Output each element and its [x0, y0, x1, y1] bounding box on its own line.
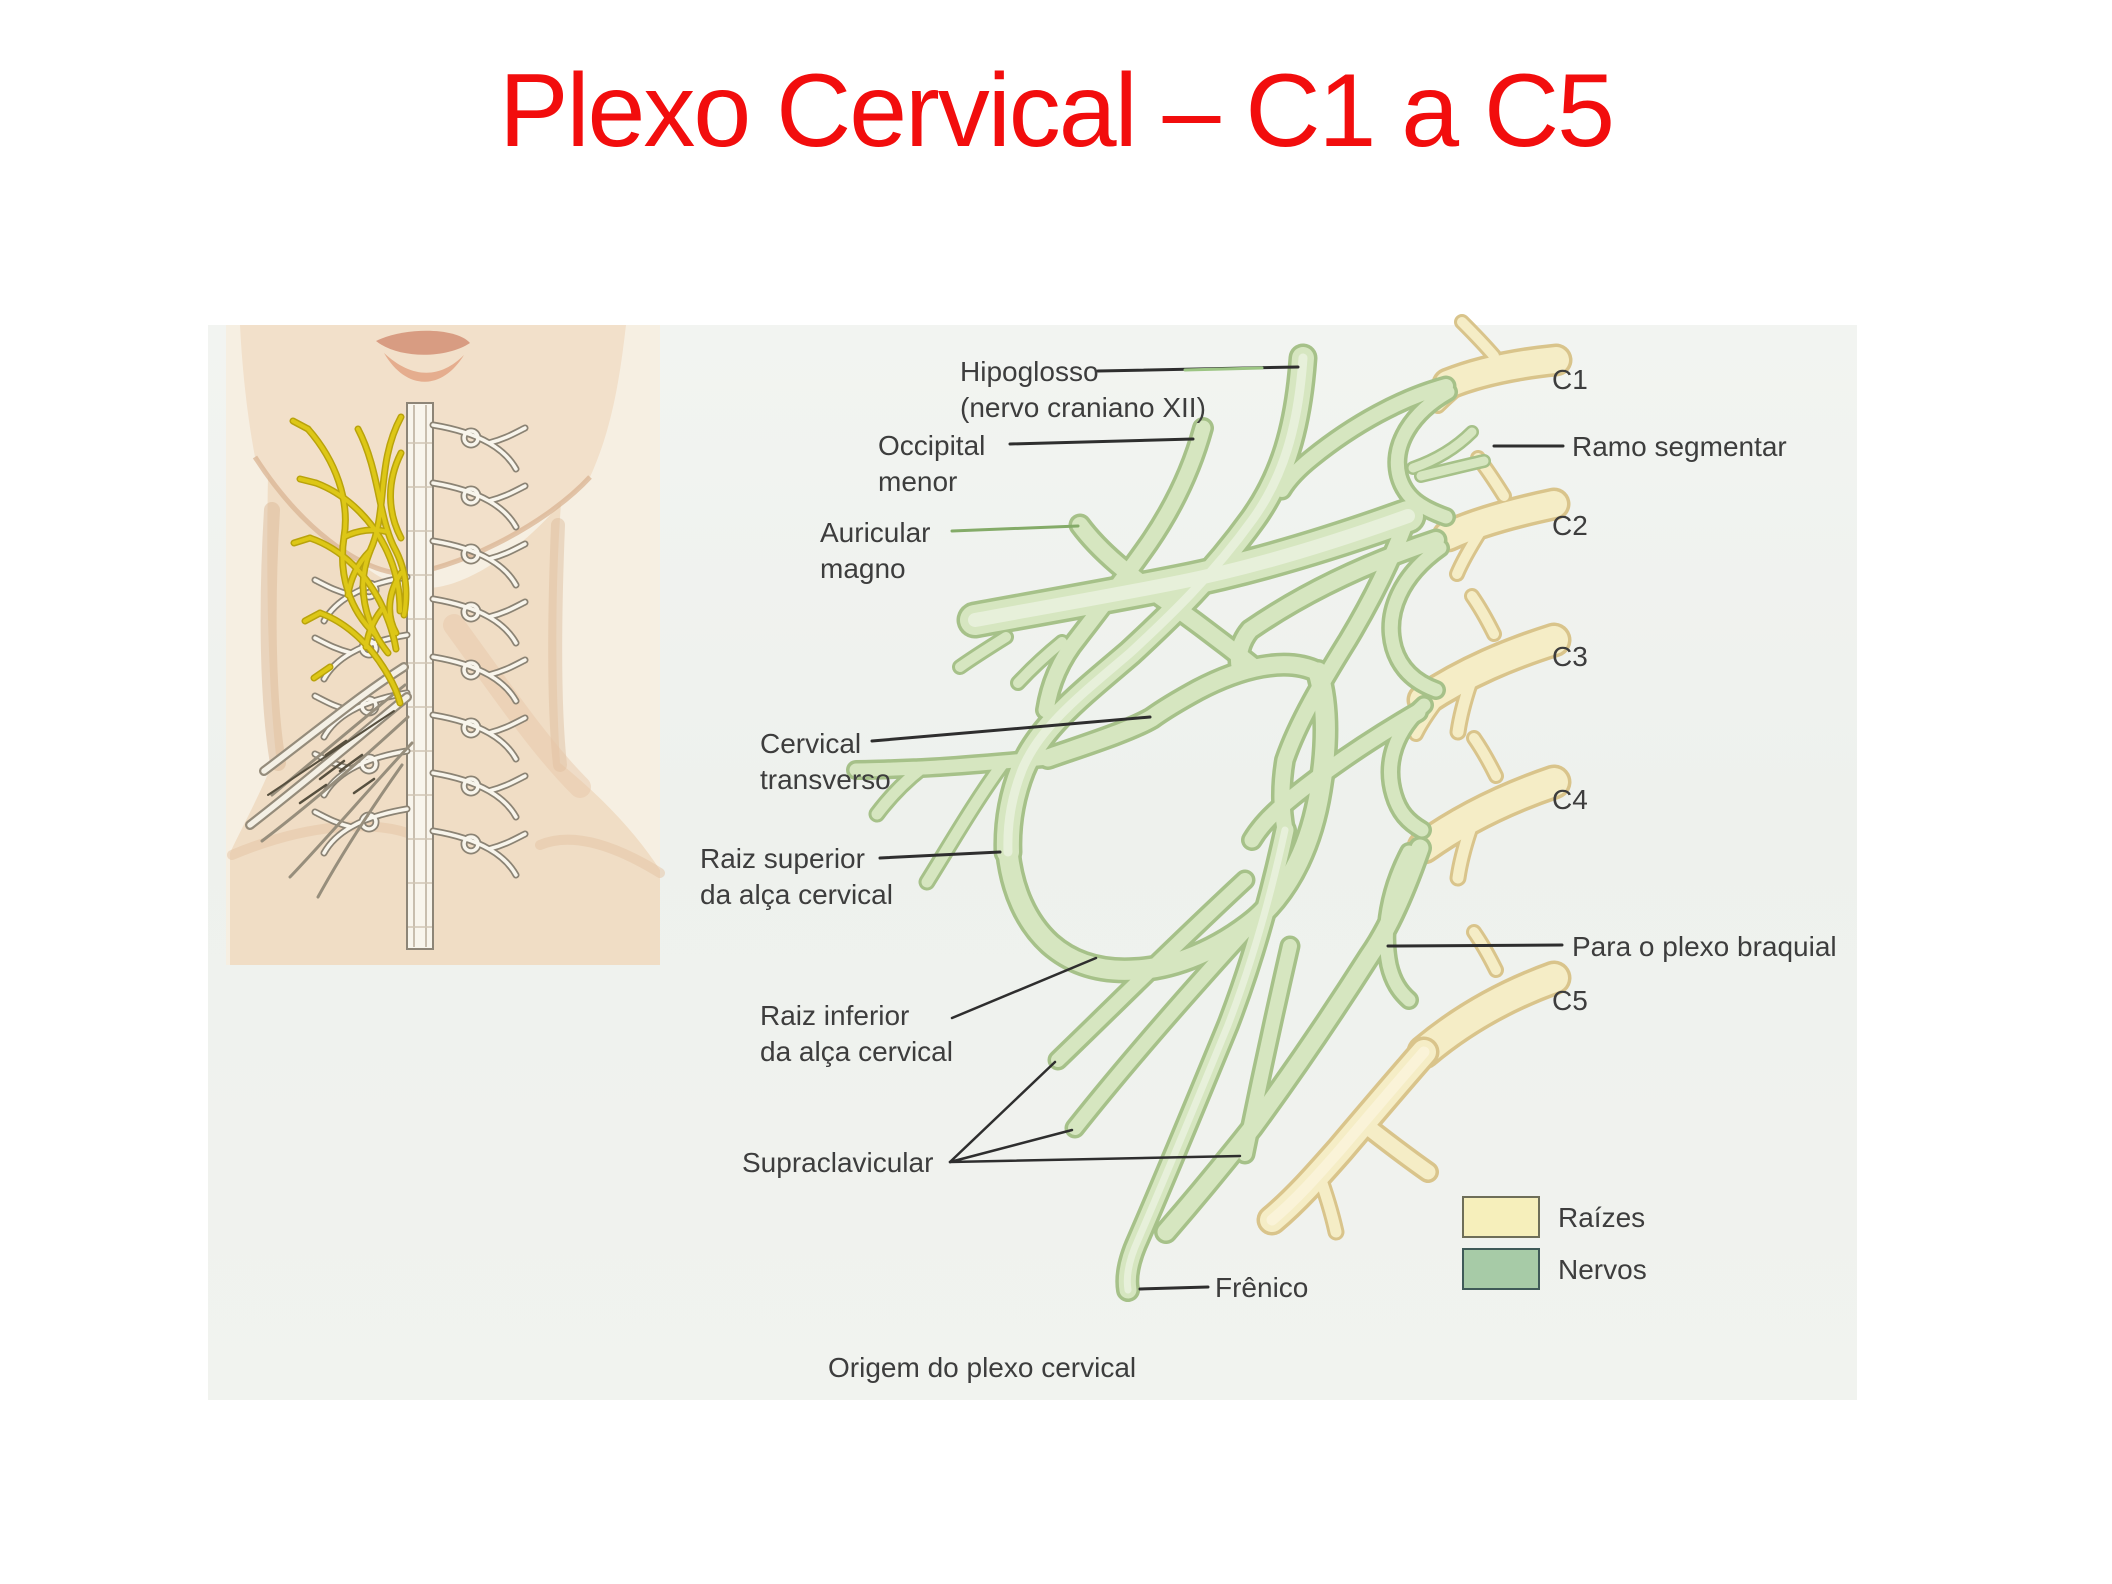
legend-swatch-raizes [1462, 1196, 1540, 1238]
label-raiz-inferior: Raiz inferior da alça cervical [760, 998, 953, 1070]
label-para-plexo-braquial: Para o plexo braquial [1572, 929, 1837, 965]
leader-cervical-transverso [870, 715, 1152, 743]
label-c5: C5 [1552, 983, 1588, 1019]
label-raiz-superior: Raiz superior da alça cervical [700, 841, 893, 913]
legend-label-nervos: Nervos [1558, 1254, 1647, 1285]
label-supraclavicular: Supraclavicular [742, 1145, 933, 1181]
leader-raiz-inferior [950, 956, 1098, 1020]
leader-auricular-magno [950, 524, 1080, 533]
label-c2-text: C2 [1552, 510, 1588, 541]
leader-raiz-superior [878, 850, 1002, 860]
leader-supraclavicular-3 [948, 1154, 1242, 1164]
label-auricular-line2: magno [820, 553, 906, 584]
label-raiz-superior-line2: da alça cervical [700, 879, 893, 910]
label-c1-text: C1 [1552, 364, 1588, 395]
leader-supraclavicular-1 [948, 1060, 1057, 1164]
label-c4: C4 [1552, 782, 1588, 818]
label-c5-text: C5 [1552, 985, 1588, 1016]
label-frenico-text: Frênico [1215, 1272, 1309, 1303]
leader-occipital-menor [1008, 437, 1195, 446]
label-raiz-inferior-line2: da alça cervical [760, 1036, 953, 1067]
neck-illustration [226, 325, 665, 965]
label-c3-text: C3 [1552, 641, 1588, 672]
label-occipital-line1: Occipital [878, 430, 986, 461]
spinal-column [406, 402, 434, 950]
lips [376, 330, 470, 382]
label-ramo-segmentar-text: Ramo segmentar [1572, 431, 1787, 462]
leader-hipoglosso-green-tint [1183, 366, 1264, 372]
label-supraclavicular-text: Supraclavicular [742, 1147, 934, 1178]
label-para-plexo-braquial-text: Para o plexo braquial [1572, 931, 1837, 962]
legend-label-raizes: Raízes [1558, 1202, 1646, 1233]
label-frenico: Frênico [1215, 1270, 1308, 1306]
leader-para-plexo-braquial [1386, 943, 1564, 948]
figure-caption: Origem do plexo cervical [828, 1352, 1137, 1383]
label-hipoglosso-line2: (nervo craniano XII) [960, 392, 1206, 423]
label-auricular-magno: Auricular magno [820, 515, 930, 587]
label-c4-text: C4 [1552, 784, 1588, 815]
label-cervical-line2: transverso [760, 764, 891, 795]
leader-lines [870, 365, 1565, 1291]
label-occipital-line2: menor [878, 466, 958, 497]
label-hipoglosso-line1: Hipoglosso [960, 356, 1099, 387]
label-raiz-superior-line1: Raiz superior [700, 843, 865, 874]
label-cervical-transverso: Cervical transverso [760, 726, 891, 798]
label-c2: C2 [1552, 508, 1588, 544]
label-c1: C1 [1552, 362, 1588, 398]
label-occipital-menor: Occipital menor [878, 428, 985, 500]
label-ramo-segmentar: Ramo segmentar [1572, 429, 1787, 465]
leader-supraclavicular-2 [948, 1128, 1074, 1164]
label-raiz-inferior-line1: Raiz inferior [760, 1000, 910, 1031]
label-c3: C3 [1552, 639, 1588, 675]
label-auricular-line1: Auricular [820, 517, 931, 548]
label-hipoglosso: Hipoglosso (nervo craniano XII) [960, 354, 1206, 426]
page-title: Plexo Cervical – C1 a C5 [499, 53, 1615, 169]
label-cervical-line1: Cervical [760, 728, 862, 759]
leader-frenico [1138, 1285, 1210, 1291]
legend-swatch-nervos [1462, 1248, 1540, 1290]
